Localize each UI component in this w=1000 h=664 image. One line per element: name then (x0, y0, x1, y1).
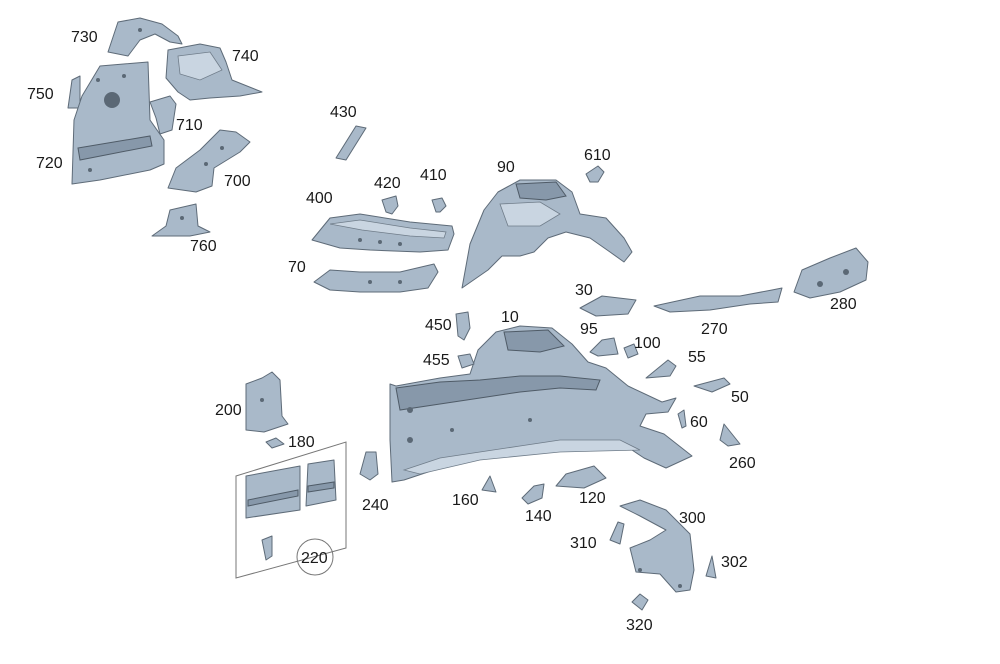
callout-302: 302 (721, 554, 748, 571)
callout-610: 610 (584, 147, 611, 164)
callout-50: 50 (731, 389, 749, 406)
part-750[interactable] (67, 75, 81, 109)
callout-320: 320 (626, 617, 653, 634)
part-740[interactable] (165, 43, 263, 101)
part-180[interactable] (265, 437, 285, 449)
callout-400: 400 (306, 190, 333, 207)
callout-70: 70 (288, 259, 306, 276)
part-260[interactable] (719, 423, 741, 447)
callout-180: 180 (288, 434, 315, 451)
part-220-block-right[interactable] (305, 459, 337, 507)
callout-410: 410 (420, 167, 447, 184)
callout-240: 240 (362, 497, 389, 514)
part-450[interactable] (455, 311, 471, 341)
callout-730: 730 (71, 29, 98, 46)
callout-160: 160 (452, 492, 479, 509)
callout-90: 90 (497, 159, 515, 176)
callout-760: 760 (190, 238, 217, 255)
callout-280: 280 (830, 296, 857, 313)
part-280[interactable] (793, 247, 869, 299)
part-220-block-left[interactable] (245, 465, 301, 519)
callout-95: 95 (580, 321, 598, 338)
part-220-bolt[interactable] (261, 535, 273, 561)
part-100[interactable] (623, 343, 639, 359)
callout-60: 60 (690, 414, 708, 431)
part-400[interactable] (311, 213, 455, 253)
part-95[interactable] (589, 337, 619, 357)
part-30[interactable] (579, 295, 637, 317)
kit-220-box (235, 441, 347, 579)
part-10[interactable] (389, 325, 693, 483)
part-610[interactable] (585, 165, 605, 183)
part-410[interactable] (431, 197, 447, 213)
part-730[interactable] (107, 17, 183, 57)
callout-140: 140 (525, 508, 552, 525)
part-760[interactable] (151, 203, 211, 237)
callout-430: 430 (330, 104, 357, 121)
callout-220-circle (296, 538, 334, 576)
part-240[interactable] (359, 451, 379, 481)
callout-710: 710 (176, 117, 203, 134)
part-60[interactable] (677, 409, 687, 429)
callout-220: 220 (301, 550, 328, 567)
callout-120: 120 (579, 490, 606, 507)
callout-100: 100 (634, 335, 661, 352)
callout-30: 30 (575, 282, 593, 299)
part-430[interactable] (335, 125, 367, 161)
part-320[interactable] (631, 593, 649, 611)
callout-310: 310 (570, 535, 597, 552)
part-700[interactable] (167, 129, 251, 193)
callout-260: 260 (729, 455, 756, 472)
part-70[interactable] (313, 263, 439, 293)
part-55[interactable] (645, 359, 677, 379)
callout-55: 55 (688, 349, 706, 366)
callout-300: 300 (679, 510, 706, 527)
part-160[interactable] (481, 475, 497, 493)
callout-455: 455 (423, 352, 450, 369)
part-140[interactable] (521, 483, 545, 505)
callout-270: 270 (701, 321, 728, 338)
part-200[interactable] (245, 371, 289, 433)
callout-720: 720 (36, 155, 63, 172)
callout-10: 10 (501, 309, 519, 326)
part-710[interactable] (149, 95, 177, 135)
callout-700: 700 (224, 173, 251, 190)
part-270[interactable] (653, 287, 783, 313)
callout-420: 420 (374, 175, 401, 192)
part-420[interactable] (381, 195, 399, 215)
part-310[interactable] (609, 521, 625, 545)
part-300[interactable] (619, 499, 695, 593)
part-302[interactable] (705, 555, 717, 579)
part-90[interactable] (461, 179, 633, 289)
part-455[interactable] (457, 353, 475, 369)
callout-200: 200 (215, 402, 242, 419)
part-120[interactable] (555, 465, 607, 489)
callout-450: 450 (425, 317, 452, 334)
part-720[interactable] (71, 61, 165, 185)
callout-740: 740 (232, 48, 259, 65)
callout-750: 750 (27, 86, 54, 103)
part-50[interactable] (693, 377, 731, 393)
